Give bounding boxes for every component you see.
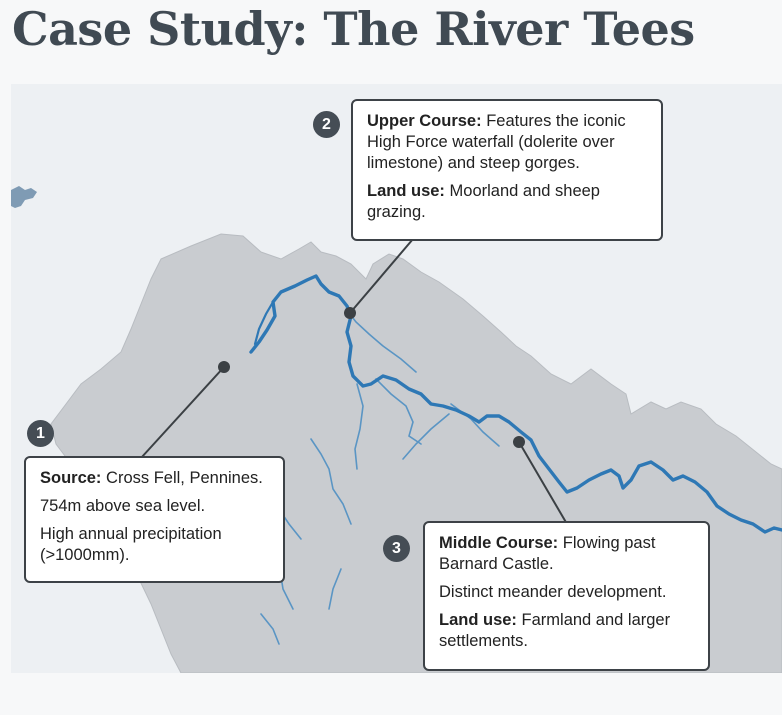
source-elevation-text: 754m above sea level. — [40, 497, 206, 515]
middle-course-land-use-text: Farmland and larger settlements. — [439, 611, 671, 650]
upper-course-land-use: Land use: Moorland and sheep grazing. — [367, 181, 649, 223]
upper-course-land-use-text: Moorland and sheep grazing. — [367, 182, 600, 221]
middle-course-meander-text: Distinct meander development. — [439, 583, 667, 601]
middle-course-description: Flowing past Barnard Castle. — [439, 534, 656, 573]
source-location-text: Cross Fell, Pennines. — [106, 469, 263, 487]
upper-course-description: Features the iconic High Force waterfall… — [367, 112, 626, 172]
middle-course-line-1: Middle Course: Flowing past Barnard Cast… — [439, 533, 696, 575]
coast-fleck — [11, 186, 37, 208]
marker-badge-2: 2 — [313, 111, 340, 138]
marker-badge-3: 3 — [383, 535, 410, 562]
river-tees — [249, 274, 782, 534]
middle-course-land-use: Land use: Farmland and larger settlement… — [439, 610, 696, 652]
middle-course-marker-dot — [513, 436, 525, 448]
upper-course-heading: Upper Course: — [367, 112, 482, 130]
river-headwater — [253, 300, 275, 346]
source-callout: Source: Cross Fell, Pennines. 754m above… — [24, 456, 285, 583]
upper-course-marker-dot — [344, 307, 356, 319]
upper-course-callout: Upper Course: Features the iconic High F… — [351, 99, 663, 241]
page-title: Case Study: The River Tees — [12, 2, 695, 56]
upper-course-land-use-label: Land use: — [367, 182, 445, 200]
source-heading: Source: — [40, 469, 102, 487]
map-panel[interactable]: 1 2 3 Source: Cross Fell, Pennines. 754m… — [11, 84, 782, 673]
marker-badge-1: 1 — [27, 420, 54, 447]
source-precipitation-text: High annual precipitation (>1000mm). — [40, 525, 222, 564]
middle-course-callout: Middle Course: Flowing past Barnard Cast… — [423, 521, 710, 671]
upper-course-line-1: Upper Course: Features the iconic High F… — [367, 111, 649, 174]
source-marker-dot — [218, 361, 230, 373]
middle-course-heading: Middle Course: — [439, 534, 559, 552]
source-line-1: Source: Cross Fell, Pennines. — [40, 468, 271, 489]
leader-lines — [140, 238, 568, 525]
middle-course-land-use-label: Land use: — [439, 611, 517, 629]
